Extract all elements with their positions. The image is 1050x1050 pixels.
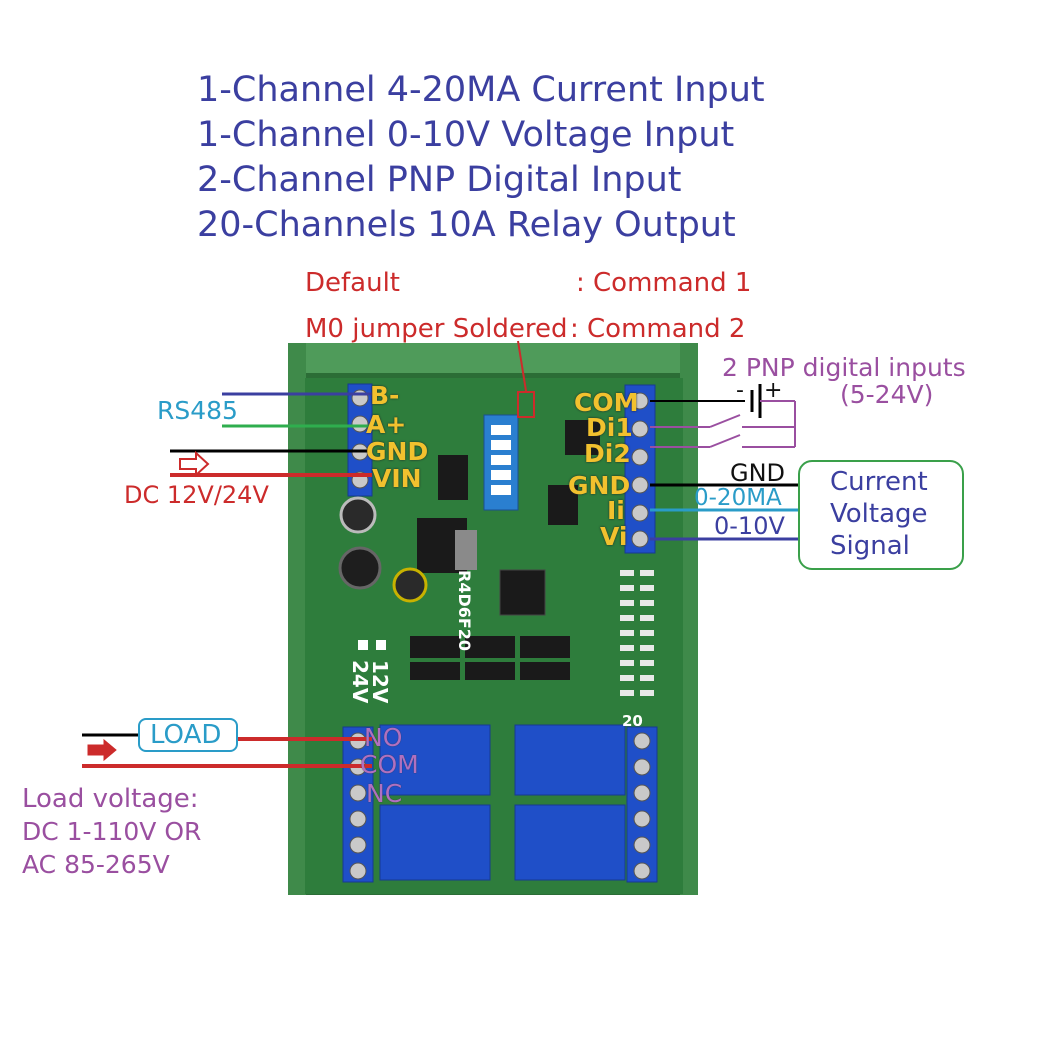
battery-plus: + (764, 378, 783, 403)
headline-digital-input: 2-Channel PNP Digital Input (197, 160, 682, 200)
current-range-label: 0-20MA (694, 485, 782, 511)
terminal-a-plus: A+ (366, 410, 407, 439)
relay-3 (379, 804, 491, 881)
terminal-b-minus: B- (370, 381, 400, 410)
terminal-com: COM (574, 388, 639, 417)
load-arrow-icon (87, 738, 117, 762)
terminal-gnd: GND (366, 437, 429, 466)
mcu-chip (499, 569, 546, 616)
terminal-vin: VIN (372, 464, 422, 493)
m0-jumper-highlight (517, 391, 535, 418)
terminal-di2: Di2 (584, 439, 631, 468)
terminal-vi: Vi (600, 522, 628, 551)
signal-line-voltage: Voltage (830, 499, 928, 529)
rs485-label: RS485 (157, 396, 238, 425)
load-voltage-ac: AC 85-265V (22, 850, 170, 879)
signal-line-current: Current (830, 467, 928, 497)
di2-switch (709, 434, 741, 448)
terminal-signal-gnd: GND (568, 471, 631, 500)
relay-1 (379, 724, 491, 796)
headline-relay-output: 20-Channels 10A Relay Output (197, 205, 736, 245)
relay-4 (514, 804, 626, 881)
battery-icon (750, 384, 762, 418)
board-model: R4D6F20 (455, 570, 474, 652)
relay-terminal-left (342, 726, 374, 883)
load-box (138, 718, 238, 752)
power-arrow-icon (179, 450, 210, 478)
relay-terminal-no: NO (364, 723, 403, 752)
power-label: DC 12V/24V (124, 481, 269, 509)
signal-line-signal: Signal (830, 531, 910, 561)
default-command: : Command 1 (576, 268, 752, 298)
relay-2 (514, 724, 626, 796)
terminal-ii: Ii (607, 496, 625, 525)
channel-20-label: 20 (622, 712, 643, 730)
pnp-title: 2 PNP digital inputs (722, 353, 966, 382)
relay-terminal-com: COM (360, 750, 419, 779)
right-terminal-block (624, 384, 656, 554)
pnp-range: (5-24V) (840, 380, 934, 409)
terminal-di1: Di1 (586, 413, 633, 442)
headline-current-input: 1-Channel 4-20MA Current Input (197, 70, 765, 110)
default-label: Default (305, 268, 400, 298)
gnd-label: GND (730, 459, 786, 487)
headline-voltage-input: 1-Channel 0-10V Voltage Input (197, 115, 735, 155)
load-label: LOAD (150, 720, 222, 750)
relay-terminal-right (626, 726, 658, 883)
signal-box (798, 460, 964, 570)
jumper-command: : Command 2 (570, 314, 746, 344)
jumper-label: M0 jumper Soldered (305, 314, 568, 344)
di1-switch (709, 414, 741, 428)
battery-minus: - (736, 378, 744, 403)
load-voltage-dc: DC 1-110V OR (22, 817, 202, 846)
voltage-range-label: 0-10V (714, 512, 785, 540)
pcb-24v-label: 24V (348, 660, 372, 704)
relay-terminal-nc: NC (366, 779, 403, 808)
load-voltage-title: Load voltage: (22, 784, 199, 814)
